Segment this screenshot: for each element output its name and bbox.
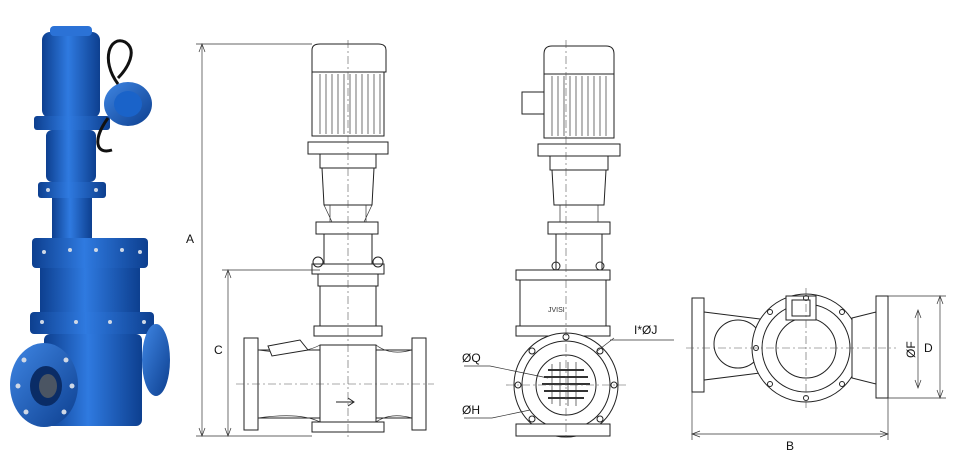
- cable-icon: [106, 39, 133, 85]
- dimension-lines-right: [691, 295, 946, 440]
- pump-photo: [10, 26, 170, 427]
- dim-b-label: B: [786, 439, 794, 453]
- dim-q-label: ØQ: [462, 351, 481, 365]
- brand-label: JVISI: [548, 307, 565, 314]
- dimension-lines-left: [196, 43, 320, 437]
- leader-lines-front: [464, 337, 674, 419]
- dim-c-label: C: [214, 343, 223, 357]
- dim-ij-label: I*ØJ: [634, 323, 657, 337]
- side-view-drawing: [236, 40, 434, 440]
- top-view-drawing: [686, 288, 896, 410]
- front-view-drawing: [506, 40, 626, 440]
- dim-a-label: A: [186, 232, 194, 246]
- dim-d-label: D: [924, 341, 933, 355]
- dim-h-label: ØH: [462, 403, 480, 417]
- flow-arrow-icon: [336, 397, 355, 407]
- dim-f-label: ØF: [904, 341, 918, 358]
